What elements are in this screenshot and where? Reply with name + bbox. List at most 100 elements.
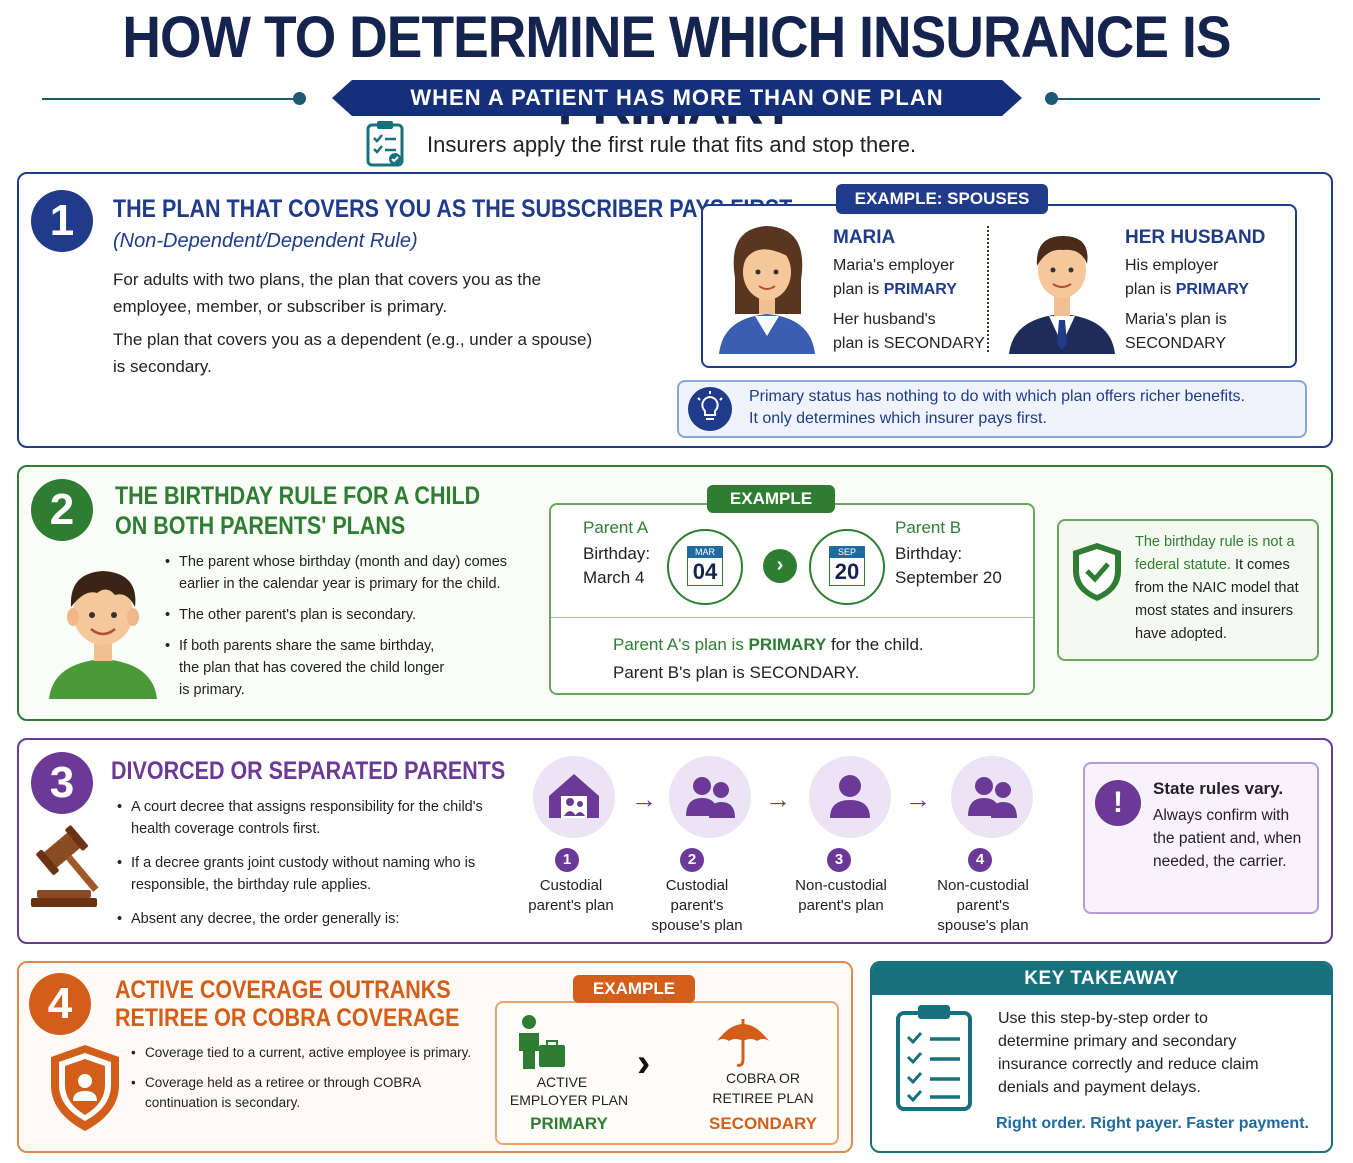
parent-b-date: September 20 — [895, 568, 1002, 587]
maria-primary-label: PRIMARY — [883, 281, 957, 298]
active-plan-line-2: EMPLOYER PLAN — [509, 1092, 629, 1108]
naic-note: The birthday rule is not a federal statu… — [1057, 519, 1319, 661]
spouses-example-tag: EXAMPLE: SPOUSES — [836, 184, 1048, 214]
divider-left — [42, 98, 297, 100]
page-title: HOW TO DETERMINE WHICH INSURANCE IS PRIM… — [122, 5, 1231, 137]
step-number: 4 — [968, 848, 992, 872]
section-1-para-2: The plan that covers you as a dependent … — [113, 330, 593, 376]
cobra-plan-line-1: COBRA OR — [726, 1070, 800, 1086]
section-3-bullet: Absent any decree, the order generally i… — [117, 908, 497, 930]
cobra-plan-status: SECONDARY — [709, 1114, 817, 1133]
parent-a-date: March 4 — [583, 568, 645, 587]
section-1-number: 1 — [31, 190, 93, 252]
section-4-title-line-2: RETIREE OR COBRA COVERAGE — [115, 1004, 460, 1032]
cobra-example-box: ACTIVE EMPLOYER PLAN PRIMARY › COBRA OR … — [495, 1001, 839, 1145]
key-takeaway-tagline: Right order. Right payer. Faster payment… — [996, 1115, 1309, 1132]
maria-line-4: plan is SECONDARY — [833, 335, 985, 352]
state-rules-title: State rules vary. — [1153, 779, 1284, 798]
maria-line-3: Her husband's — [833, 311, 936, 328]
husband-primary-label: PRIMARY — [1175, 281, 1249, 298]
exclamation-icon: ! — [1095, 780, 1141, 826]
section-1-para-1: For adults with two plans, the plan that… — [113, 270, 542, 316]
gavel-icon — [29, 820, 109, 915]
parent-b-name: Parent B — [895, 518, 962, 537]
section-2-bullet: The parent whose birthday (month and day… — [165, 551, 515, 595]
husband-line-1: His employer — [1125, 257, 1219, 274]
section-3-bullet: If a decree grants joint custody without… — [117, 852, 497, 896]
maria-line-1: Maria's employer — [833, 257, 955, 274]
step-number: 2 — [680, 848, 704, 872]
parent-b-label: Birthday: — [895, 544, 963, 563]
calendar-september-icon: SEP 20 — [809, 529, 885, 605]
step-number: 3 — [827, 848, 851, 872]
section-4-bullet: Coverage tied to a current, active emplo… — [131, 1043, 483, 1063]
parent-a-name: Parent A — [583, 518, 649, 537]
naic-note-text: The birthday rule is not a federal statu… — [1135, 534, 1299, 642]
state-rules-body: Always confirm with the patient and, whe… — [1153, 807, 1302, 870]
section-2-title-line-2: ON BOTH PARENTS' PLANS — [115, 512, 406, 540]
lightbulb-icon — [687, 386, 733, 437]
spouses-divider — [987, 226, 989, 352]
section-2-number: 2 — [31, 479, 93, 541]
section-1-panel: 1 THE PLAN THAT COVERS YOU AS THE SUBSCR… — [17, 172, 1333, 448]
two-people-icon — [951, 756, 1033, 838]
child-avatar-icon — [47, 555, 159, 704]
birthday-example-tag: EXAMPLE — [707, 485, 835, 513]
two-people-icon — [669, 756, 751, 838]
section-1-subtitle: (Non-Dependent/Dependent Rule) — [113, 230, 418, 252]
step-label: Custodial parent's plan — [528, 877, 614, 914]
chevron-right-icon: › — [763, 549, 797, 583]
man-avatar-icon — [1007, 218, 1117, 359]
key-takeaway-title: KEY TAKEAWAY — [872, 963, 1331, 995]
step-label: Non-custodial parent's spouse's plan — [937, 877, 1029, 934]
person-icon — [809, 756, 891, 838]
section-3-bullet: A court decree that assigns responsibili… — [117, 796, 497, 840]
benefits-note-line-1: Primary status has nothing to do with wh… — [749, 388, 1245, 405]
cobra-example-tag: EXAMPLE — [573, 975, 695, 1003]
section-2-title-line-1: THE BIRTHDAY RULE FOR A CHILD — [115, 482, 481, 510]
husband-line-3: Maria's plan is — [1125, 311, 1227, 328]
example-divider — [551, 617, 1033, 618]
calendar-march-icon: MAR 04 — [667, 529, 743, 605]
section-3-panel: 3 DIVORCED OR SEPARATED PARENTS A court … — [17, 738, 1333, 944]
cobra-plan-line-2: RETIREE PLAN — [712, 1090, 814, 1106]
parent-a-label: Birthday: — [583, 544, 651, 563]
section-4-panel: 4 ACTIVE COVERAGE OUTRANKS RETIREE OR CO… — [17, 961, 853, 1153]
birthday-example-box: Parent A Birthday: March 4 MAR 04 › SEP … — [549, 503, 1035, 695]
shield-person-icon — [47, 1043, 123, 1138]
section-4-bullet: Coverage held as a retiree or through CO… — [131, 1073, 483, 1113]
husband-name: HER HUSBAND — [1125, 227, 1266, 248]
section-3-number: 3 — [31, 752, 93, 814]
employee-briefcase-icon — [515, 1013, 567, 1076]
clipboard-check-icon — [365, 119, 405, 172]
arrow-right-icon: → — [765, 784, 791, 814]
shield-check-icon — [1071, 541, 1123, 608]
section-2-bullet: The other parent's plan is secondary. — [165, 604, 515, 626]
benefits-note-line-2: It only determines which insurer pays fi… — [749, 410, 1047, 427]
husband-line-4: SECONDARY — [1125, 335, 1227, 352]
arrow-right-icon: → — [905, 784, 931, 814]
section-4-number: 4 — [29, 973, 91, 1035]
section-2-bullets: The parent whose birthday (month and day… — [165, 551, 515, 710]
section-1-title: THE PLAN THAT COVERS YOU AS THE SUBSCRIB… — [113, 195, 793, 223]
step-number: 1 — [555, 848, 579, 872]
maria-line-2: plan is PRIMARY — [833, 281, 957, 298]
umbrella-icon — [715, 1013, 771, 1074]
step-label: Custodial parent's spouse's plan — [651, 877, 743, 934]
subtitle-ribbon: WHEN A PATIENT HAS MORE THAN ONE PLAN — [332, 80, 1022, 116]
section-2-bullet: If both parents share the same birthday,… — [165, 635, 455, 701]
section-3-bullets: A court decree that assigns responsibili… — [117, 796, 497, 939]
section-3-title: DIVORCED OR SEPARATED PARENTS — [111, 757, 506, 785]
step-label: Non-custodial parent's plan — [795, 877, 887, 914]
greater-than-icon: › — [637, 1041, 651, 1085]
woman-avatar-icon — [715, 218, 819, 359]
husband-line-2: plan is PRIMARY — [1125, 281, 1249, 298]
maria-name: MARIA — [833, 227, 896, 248]
divider-dot-right — [1045, 92, 1058, 105]
state-rules-note: ! State rules vary. Always confirm with … — [1083, 762, 1319, 914]
section-4-bullets: Coverage tied to a current, active emplo… — [131, 1043, 483, 1122]
active-plan-status: PRIMARY — [530, 1114, 608, 1133]
key-takeaway-body: Use this step-by-step order to determine… — [998, 1010, 1259, 1096]
spouses-example-box: MARIA Maria's employer plan is PRIMARY H… — [701, 204, 1297, 368]
key-takeaway-panel: KEY TAKEAWAY Use this step-by-step order… — [870, 961, 1333, 1153]
